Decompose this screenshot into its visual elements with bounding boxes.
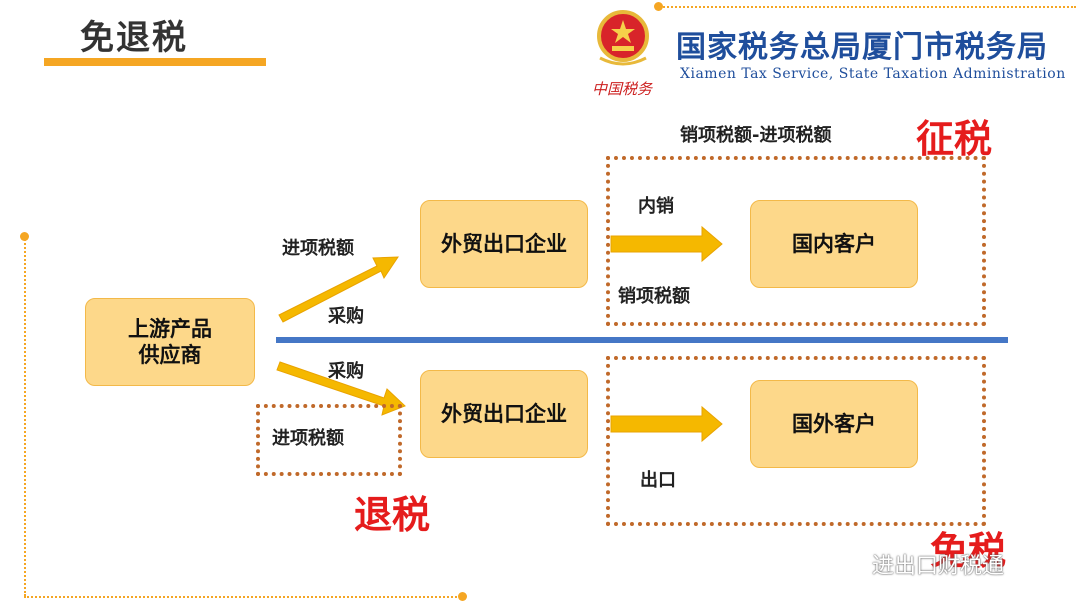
arrow-purchase-bottom: [276, 361, 406, 416]
outcome-refund: 退税: [354, 493, 431, 537]
arrow-export: [610, 405, 723, 443]
box-exporter-bottom: 外贸出口企业: [420, 370, 588, 458]
dashed-region-export: [606, 356, 986, 526]
arrow-domestic-sale: [610, 225, 723, 263]
frame-dot: [654, 2, 663, 11]
organization-name: 国家税务总局厦门市税务局: [676, 30, 1048, 65]
box-exporter-top: 外贸出口企业: [420, 200, 588, 288]
label-input-tax-bottom: 进项税额: [272, 428, 344, 449]
label-purchase-top: 采购: [328, 306, 364, 327]
frame-dot: [458, 592, 467, 601]
box-upstream-supplier: 上游产品 供应商: [85, 298, 255, 386]
label-purchase-bottom: 采购: [328, 361, 364, 382]
label-tax-formula: 销项税额-进项税额: [680, 125, 832, 146]
watermark-text: 进出口财税通: [872, 554, 1005, 579]
label-output-tax: 销项税额: [618, 286, 690, 307]
frame-top-dotted-line: [656, 6, 1076, 10]
frame-left-dotted-line: [24, 236, 28, 596]
box-foreign-customer: 国外客户: [750, 380, 918, 468]
label-input-tax-top: 进项税额: [282, 238, 354, 259]
frame-bottom-dotted-line: [24, 596, 464, 600]
outcome-exempt: 免税: [930, 529, 1007, 573]
label-export: 出口: [640, 470, 676, 491]
emblem-caption: 中国税务: [592, 80, 653, 98]
label-domestic-sale: 内销: [638, 196, 674, 217]
frame-dot: [20, 232, 29, 241]
arrow-purchase-top: [278, 256, 399, 323]
divider-line: [276, 337, 1008, 343]
dashed-region-domestic: [606, 156, 986, 326]
wechat-icon: [836, 553, 865, 575]
organization-subtitle: Xiamen Tax Service, State Taxation Admin…: [680, 66, 1066, 82]
outcome-levy: 征税: [916, 117, 993, 161]
dashed-region-input-tax: [256, 404, 402, 476]
box-domestic-customer: 国内客户: [750, 200, 918, 288]
page-title: 免退税: [80, 18, 188, 58]
title-underline: [44, 58, 266, 66]
national-emblem-icon: [597, 10, 649, 66]
